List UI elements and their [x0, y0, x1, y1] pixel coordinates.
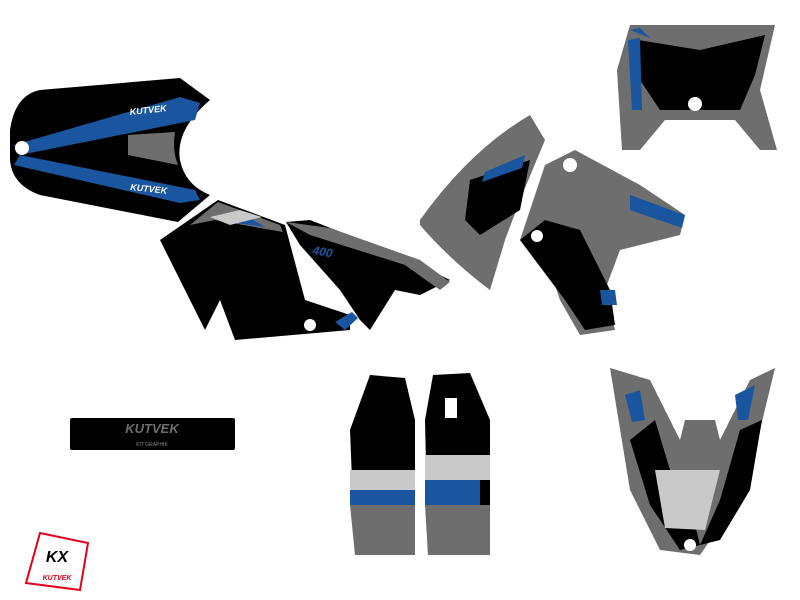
side-panel-right: 400: [286, 220, 450, 330]
model-number-400: 400: [310, 243, 333, 260]
brand-logo: KX KUTVEK: [24, 531, 90, 592]
fender-brand-top: KUTVEK: [129, 103, 168, 117]
front-fender: [610, 368, 775, 555]
rear-fender: KUTVEK KUTVEK: [10, 78, 210, 222]
side-panel-left: [160, 200, 358, 340]
fork-guard-right: [425, 373, 490, 555]
sticker-brand-sub: KIT GRAPHIK: [136, 442, 168, 448]
emblem-icon: [15, 141, 29, 155]
tank-shroud: [420, 115, 545, 290]
fork-guard-left: [350, 375, 415, 555]
radiator-shroud: [520, 150, 685, 335]
sticker-brand-text: KUTVEK: [125, 421, 180, 436]
fender-brand-bottom: KUTVEK: [130, 182, 169, 196]
logo-sub: KUTVEK: [43, 575, 73, 582]
swingarm-sticker: KUTVEK KIT GRAPHIK: [70, 418, 235, 450]
logo-text: KX: [46, 549, 70, 566]
headlight-plate: [617, 25, 777, 150]
